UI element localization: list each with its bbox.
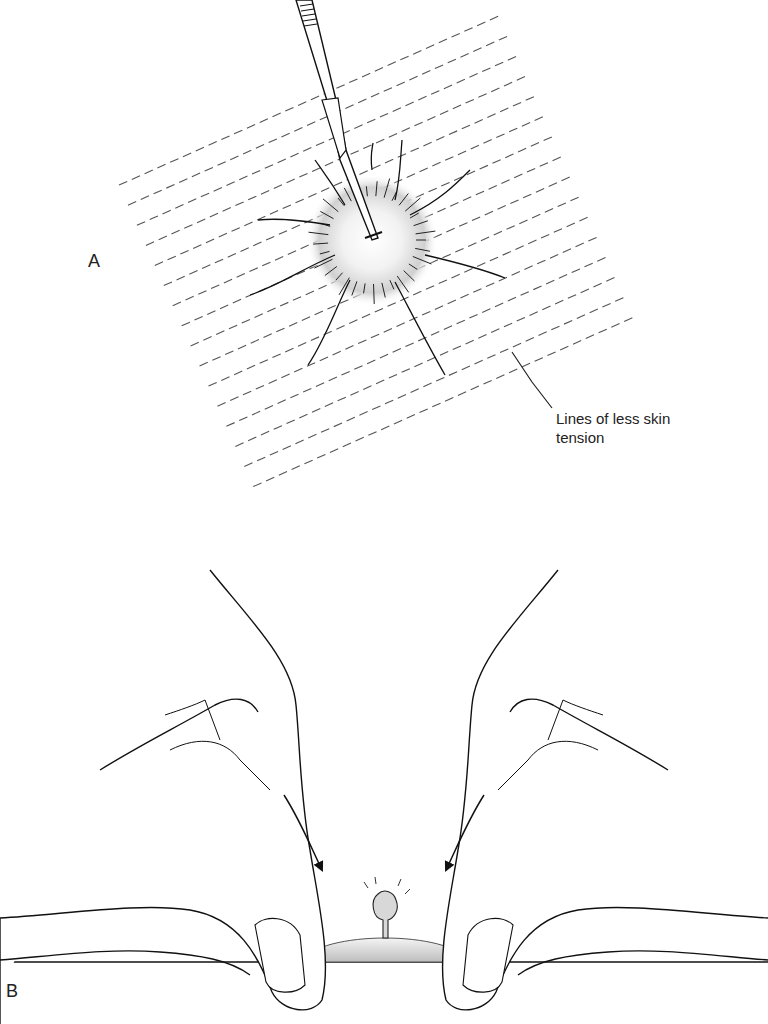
left-hand [0, 570, 325, 1024]
scalpel [296, 0, 382, 240]
callout-label: Lines of less skin tension [556, 410, 676, 448]
panel-letter: A [88, 250, 100, 273]
pressure-arrow [446, 795, 484, 870]
expressed-material [364, 877, 410, 938]
pressure-arrow [284, 795, 322, 870]
right-hand [443, 570, 768, 1010]
lesion-rays [308, 178, 435, 303]
leader-line [512, 352, 552, 408]
hairs [250, 140, 505, 375]
panel-letter: B [6, 980, 18, 1003]
